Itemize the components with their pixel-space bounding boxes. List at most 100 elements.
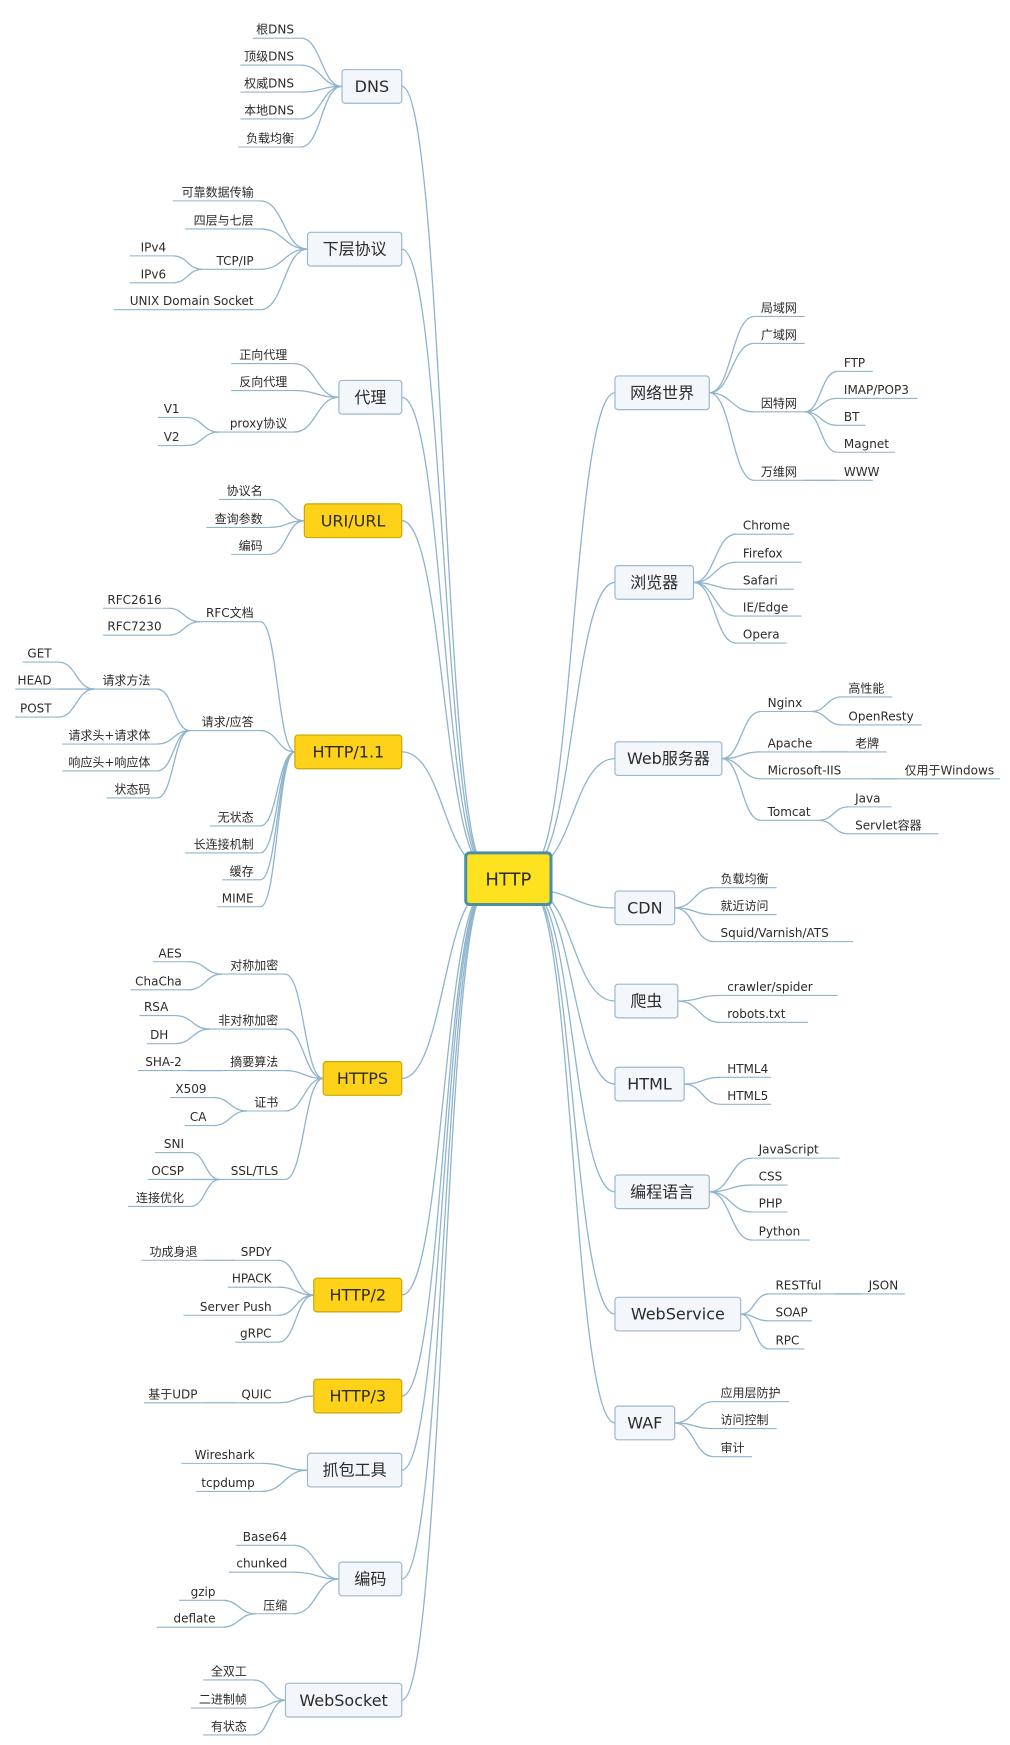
node-get: GET [27, 647, 52, 661]
node-node: 正向代理 [239, 347, 287, 362]
branch-waf: WAF [614, 1405, 676, 1441]
connector [172, 255, 203, 270]
node-node: 无状态 [218, 810, 254, 824]
node-node: 万维网 [761, 465, 797, 479]
connector [674, 907, 714, 943]
connector [693, 581, 737, 644]
connector [222, 1613, 256, 1628]
connector [684, 1076, 721, 1085]
branch-box [294, 734, 403, 770]
branch-box [614, 1296, 742, 1332]
connector [709, 392, 755, 413]
node-node: 二进制帧 [199, 1693, 247, 1707]
node-head: HEAD [18, 674, 52, 688]
node-chunked: chunked [236, 1557, 287, 1571]
connector [260, 248, 308, 270]
connector [401, 889, 487, 1397]
node-node: 局域网 [761, 301, 797, 315]
connector [401, 889, 487, 1701]
connector [401, 85, 487, 869]
node-post: POST [20, 702, 52, 716]
connector [188, 973, 223, 991]
connector [293, 1544, 339, 1580]
connector [285, 1069, 324, 1080]
connector [401, 248, 487, 869]
node-aes: AES [158, 946, 181, 960]
branch-box [313, 1378, 403, 1414]
node-node: 四层与七层 [194, 213, 254, 227]
connector-lines [15, 37, 1001, 1736]
connector [253, 1679, 286, 1701]
connector [804, 370, 838, 413]
node-node: 就近访问 [720, 899, 768, 913]
branch-html: HTML [614, 1066, 685, 1102]
node-node: 请求/应答 [202, 714, 254, 729]
node-json: JSON [868, 1278, 899, 1292]
node-node: 长连接机制 [194, 836, 254, 851]
node-dh: DH [150, 1028, 168, 1042]
branch-https: HTTPS [322, 1061, 403, 1096]
node-node: 应用层防护 [720, 1385, 780, 1400]
branch-label: HTTP/1.1 [312, 743, 384, 762]
branch-uri-url: URI/URL [303, 503, 403, 539]
branch-node: 浏览器 [614, 564, 695, 600]
branch-label: WebService [631, 1305, 725, 1324]
node-mime: MIME [222, 891, 254, 905]
node-firefox: Firefox [743, 547, 783, 561]
connector [709, 1191, 752, 1213]
node-opera: Opera [743, 628, 780, 642]
connector [260, 729, 295, 753]
node-soap: SOAP [775, 1305, 807, 1319]
connector [674, 887, 714, 909]
connector [401, 889, 487, 1471]
connector [260, 248, 308, 311]
branch-webservice: WebService [614, 1296, 742, 1332]
connector [401, 889, 487, 1580]
node-javascript: JavaScript [758, 1143, 819, 1157]
node-node: 高性能 [848, 680, 884, 695]
connector [175, 1028, 210, 1045]
node-node: 非对称加密 [218, 1013, 278, 1028]
connector [401, 396, 487, 869]
node-nginx: Nginx [768, 696, 803, 710]
connector [186, 431, 219, 447]
node-java: Java [854, 791, 880, 805]
connector [677, 1000, 721, 1023]
connector [293, 396, 339, 433]
branch-node: 抓包工具 [306, 1452, 403, 1488]
connector [530, 889, 616, 1424]
node-chrome: Chrome [743, 519, 790, 533]
connector [278, 1294, 314, 1316]
node-dns: 本地DNS [244, 103, 294, 117]
node-crawler-spider: crawler/spider [727, 980, 813, 994]
center-box [464, 851, 553, 907]
node-html4: HTML4 [727, 1062, 768, 1076]
node-sni: SNI [164, 1137, 184, 1151]
branch-label: HTTP/2 [330, 1286, 387, 1305]
node-python: Python [759, 1225, 801, 1239]
connector [693, 533, 737, 584]
node-rfc: RFC文档 [206, 605, 254, 620]
node-node: 摘要算法 [230, 1054, 278, 1069]
node-server-push: Server Push [200, 1300, 272, 1314]
connector [260, 200, 308, 250]
branch-box [614, 1174, 710, 1210]
node-node: 负载均衡 [246, 132, 294, 146]
branch-box [614, 890, 676, 926]
node-ftp: FTP [844, 356, 865, 370]
node-dns: 顶级DNS [244, 50, 294, 64]
branch-box [614, 983, 679, 1019]
branch-box [614, 564, 695, 600]
connector [300, 85, 343, 148]
node-rfc2616: RFC2616 [107, 593, 161, 607]
node-node: 连接优化 [136, 1190, 184, 1205]
branch-box [306, 231, 403, 267]
node-imap-pop3: IMAP/POP3 [844, 383, 909, 397]
branch-box [614, 375, 710, 411]
connector [213, 1096, 247, 1112]
node-node: 反向代理 [239, 374, 287, 389]
connector [58, 688, 95, 718]
connector [253, 1699, 286, 1736]
branch-label: HTTP/3 [330, 1387, 387, 1406]
node-proxy: proxy协议 [230, 416, 287, 431]
